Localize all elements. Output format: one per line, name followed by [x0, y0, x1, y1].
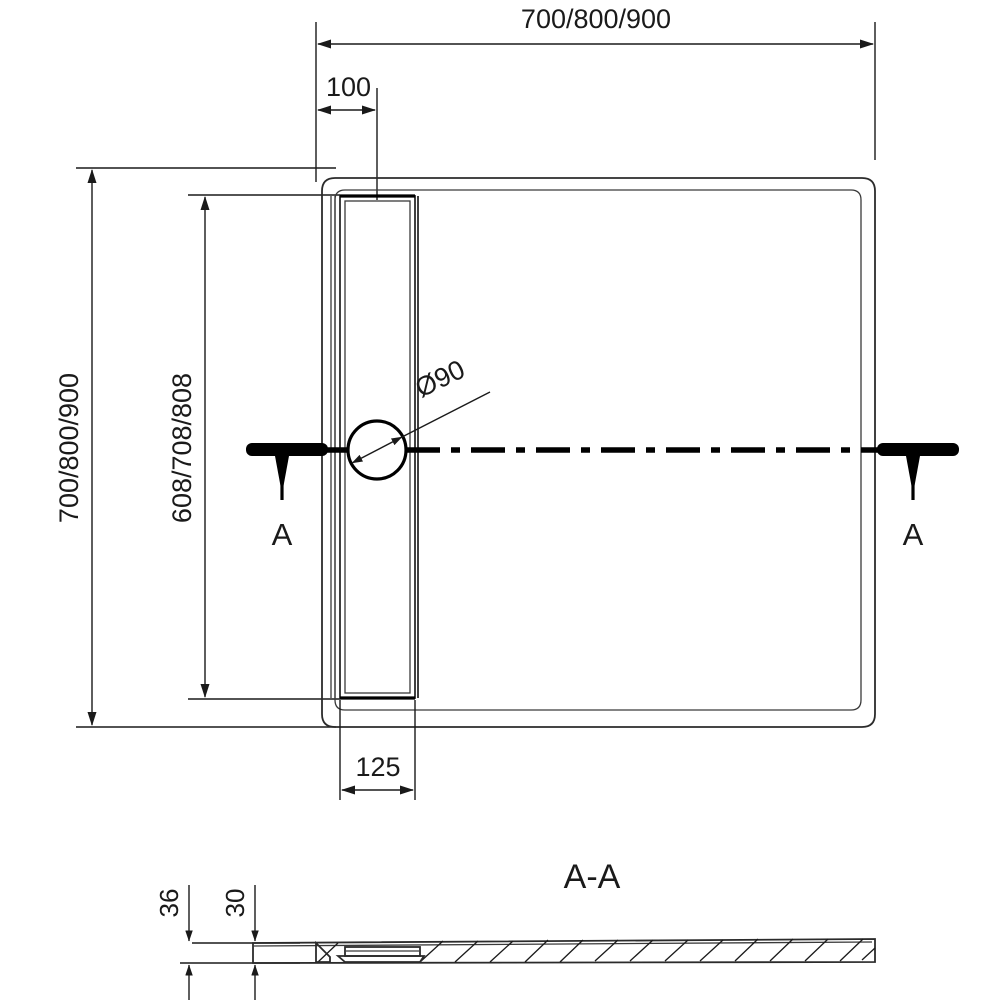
section-arrow-left: A: [246, 443, 328, 552]
diameter-arrow-line: [351, 436, 403, 464]
dimension-section-height-36: 36: [154, 885, 193, 1000]
dim-label-diameter: Ø90: [410, 354, 469, 403]
dimension-drain-offset-top: 100: [317, 72, 378, 200]
drain-channel: [330, 194, 419, 700]
dimension-height-inner: 608/708/808: [167, 194, 340, 700]
dim-label-125: 125: [355, 752, 400, 782]
section-view: 36 30: [154, 885, 876, 1000]
dimension-width-top: 700/800/900: [315, 4, 876, 182]
section-hatching: [317, 938, 876, 963]
dimension-channel-width: 125: [339, 700, 416, 800]
dim-label-100: 100: [326, 72, 371, 102]
dimension-height-outer: 700/800/900: [54, 167, 336, 728]
tray-outer-edge: [321, 177, 876, 728]
section-arrow-left-bar: [246, 443, 328, 456]
section-channel-base: [335, 955, 426, 963]
section-arrow-right-bar: [877, 443, 959, 456]
section-channel-wall-left: [315, 940, 331, 963]
dim-label-height-outer: 700/800/900: [54, 373, 84, 523]
section-channel-detail: [315, 940, 426, 963]
dim-label-width-top: 700/800/900: [521, 4, 671, 34]
section-arrow-left-head: [275, 456, 289, 494]
section-arrow-right: A: [877, 443, 959, 552]
section-view-title: A-A: [564, 858, 621, 896]
channel-inner-outline: [344, 200, 411, 694]
callout-drain-diameter: Ø90: [351, 354, 491, 464]
plan-view-tray: [321, 177, 876, 728]
dim-label-36: 36: [154, 889, 184, 918]
section-arrow-right-head: [906, 456, 920, 494]
dimension-section-height-30: 30: [220, 885, 259, 1000]
section-arrow-right-label: A: [903, 517, 924, 552]
diameter-leader-line: [401, 391, 491, 438]
section-body-outline: [252, 938, 876, 964]
section-arrow-left-label: A: [272, 517, 293, 552]
channel-outline: [339, 195, 416, 699]
dim-label-30: 30: [220, 889, 250, 918]
dim-label-height-inner: 608/708/808: [167, 373, 197, 523]
section-body-inner-top: [252, 941, 873, 947]
